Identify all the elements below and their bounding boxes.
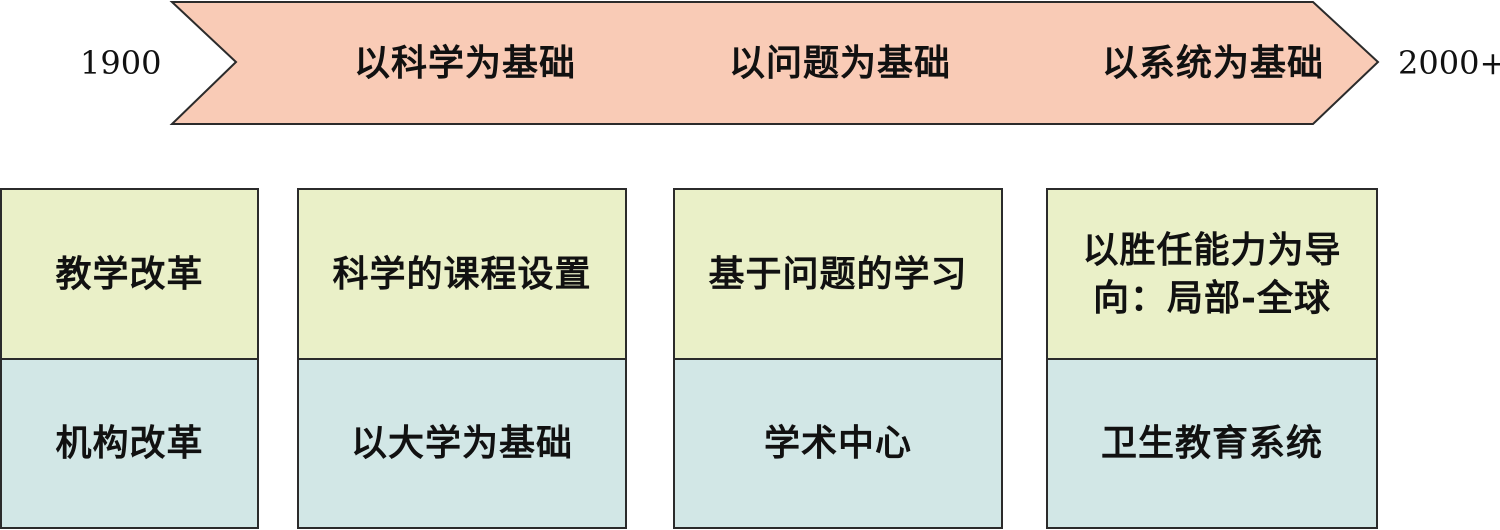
- timeline-arrow-shape: [169, 1, 1380, 125]
- reform-column-2: 科学的课程设置 以大学为基础: [297, 188, 627, 529]
- era-label-system: 以系统为基础: [1101, 42, 1324, 84]
- reform-column-4-bottom: 卫生教育系统: [1048, 359, 1376, 527]
- reform-column-1-top: 教学改革: [2, 190, 257, 360]
- reform-column-3-bottom: 学术中心: [675, 359, 1001, 527]
- timeline-start-year: 1900: [80, 44, 162, 82]
- era-label-problem: 以问题为基础: [728, 42, 951, 84]
- reform-column-3: 基于问题的学习 学术中心: [673, 188, 1003, 529]
- reform-column-2-top: 科学的课程设置: [299, 190, 625, 360]
- timeline-end-year: 2000+: [1398, 44, 1500, 82]
- reform-column-4-top: 以胜任能力为导向：局部-全球: [1048, 190, 1376, 360]
- reform-column-1-bottom: 机构改革: [2, 359, 257, 527]
- reform-column-1: 教学改革 机构改革: [0, 188, 259, 529]
- timeline-arrow: [169, 1, 1380, 125]
- reform-column-2-bottom: 以大学为基础: [299, 359, 625, 527]
- reform-column-4: 以胜任能力为导向：局部-全球 卫生教育系统: [1046, 188, 1378, 529]
- reform-column-3-top: 基于问题的学习: [675, 190, 1001, 360]
- era-label-science: 以科学为基础: [353, 42, 576, 84]
